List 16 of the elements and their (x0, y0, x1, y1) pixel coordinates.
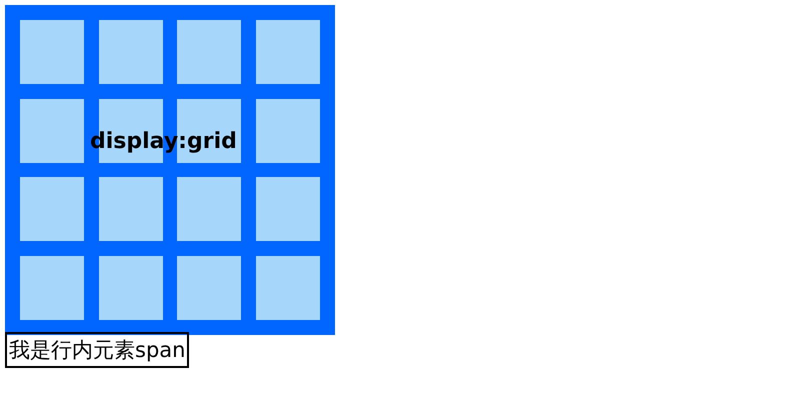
grid-cell (177, 20, 242, 84)
grid-cell (256, 20, 320, 84)
grid-cell (256, 256, 320, 320)
grid-cell (256, 98, 320, 163)
grid-cell (98, 256, 163, 320)
grid-cell (20, 177, 84, 242)
grid-cell (20, 256, 84, 320)
grid-cell (98, 20, 163, 84)
grid-container (5, 5, 335, 335)
grid-cell (20, 98, 84, 163)
grid-cell (177, 256, 242, 320)
inline-span-box: 我是行内元素span (5, 332, 190, 368)
grid-cell (20, 20, 84, 84)
grid-cell (98, 177, 163, 242)
grid-cell (256, 177, 320, 242)
grid-cell (177, 177, 242, 242)
